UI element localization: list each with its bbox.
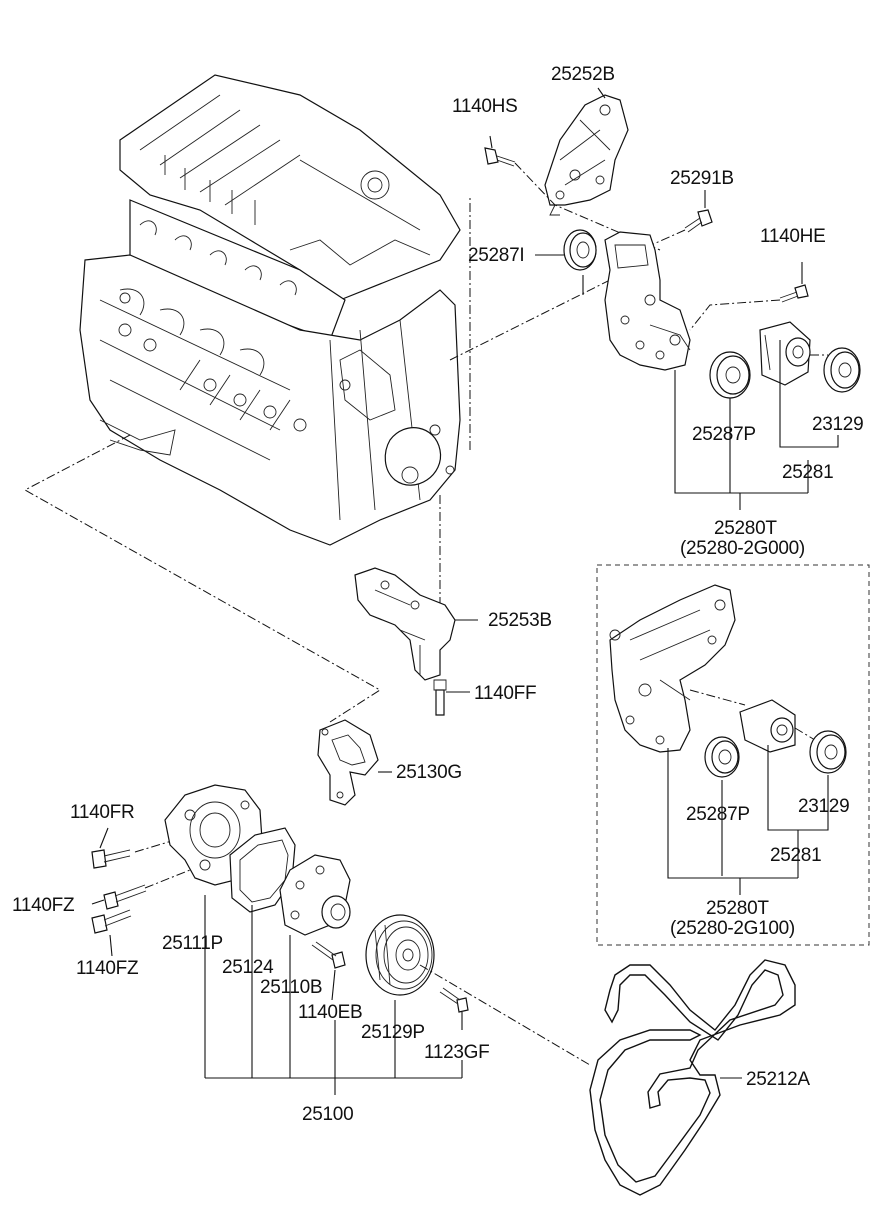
label-25280-2G000[interactable]: (25280-2G000) (680, 538, 805, 559)
tensioner-bracket-top (604, 231, 691, 371)
label-25280-2G100[interactable]: (25280-2G100) (670, 918, 795, 939)
label-25110B[interactable]: 25110B (260, 977, 323, 998)
label-25111P[interactable]: 25111P (162, 933, 223, 954)
label-25252B[interactable]: 25252B (551, 64, 615, 85)
pulley-25129P (365, 914, 435, 996)
bracket-25253B (354, 567, 456, 681)
label-25287P-top[interactable]: 25287P (692, 424, 756, 445)
pulley-23129-top (823, 347, 861, 393)
label-23129-top[interactable]: 23129 (812, 414, 864, 435)
leader-water-pump (23, 434, 381, 723)
bolt-1140HS (484, 147, 516, 167)
bolt-25291B (684, 209, 713, 233)
label-25287I[interactable]: 25287I (468, 245, 525, 266)
bolt-1140FZ-a (103, 884, 147, 910)
label-23129-box[interactable]: 23129 (798, 796, 850, 817)
bolt-1140FR (91, 849, 131, 869)
label-1140HS[interactable]: 1140HS (452, 96, 518, 117)
label-25291B[interactable]: 25291B (670, 168, 734, 189)
bolt-1140FZ-b (91, 909, 132, 934)
label-1140FZ-b[interactable]: 1140FZ (76, 958, 139, 979)
bolt-1140HE (779, 284, 809, 303)
label-25129P[interactable]: 25129P (361, 1022, 425, 1043)
pulley-23129-box (809, 730, 847, 774)
label-25124[interactable]: 25124 (222, 957, 274, 978)
label-1140FF[interactable]: 1140FF (474, 683, 537, 704)
label-25280T-top[interactable]: 25280T (714, 518, 777, 539)
pulley-25287P-top (709, 351, 751, 399)
bolt-1140FF (433, 679, 447, 716)
label-1140HE[interactable]: 1140HE (760, 226, 826, 247)
label-1140FR[interactable]: 1140FR (70, 802, 135, 823)
alternate-assembly-box (596, 564, 870, 946)
belt-25212A (589, 959, 796, 1196)
pulley-25287P-box (704, 736, 740, 778)
tensioner-25281-top (759, 321, 811, 386)
label-25287P-box[interactable]: 25287P (686, 804, 750, 825)
gasket-25130G (317, 719, 379, 806)
label-1140EB[interactable]: 1140EB (298, 1002, 363, 1023)
label-25130G[interactable]: 25130G (396, 762, 462, 783)
water-pump-25110B (279, 854, 351, 936)
label-25281-top[interactable]: 25281 (782, 462, 834, 483)
bracket-25252B (544, 94, 629, 216)
label-25100[interactable]: 25100 (302, 1104, 354, 1125)
label-1140FZ-a[interactable]: 1140FZ (12, 895, 75, 916)
bracket-box (609, 584, 736, 753)
engine-block (79, 74, 461, 546)
idler-25287I (563, 229, 597, 271)
label-1123GF[interactable]: 1123GF (424, 1042, 490, 1063)
leader-bracket-to-engine (449, 274, 621, 361)
label-25280T-box[interactable]: 25280T (706, 898, 769, 919)
bolt-1140EB (311, 941, 346, 969)
label-25212A[interactable]: 25212A (746, 1069, 810, 1090)
label-25281-box[interactable]: 25281 (770, 845, 822, 866)
tensioner-25281-box (739, 699, 796, 753)
bolt-1123GF (439, 987, 469, 1013)
label-25253B[interactable]: 25253B (488, 610, 552, 631)
